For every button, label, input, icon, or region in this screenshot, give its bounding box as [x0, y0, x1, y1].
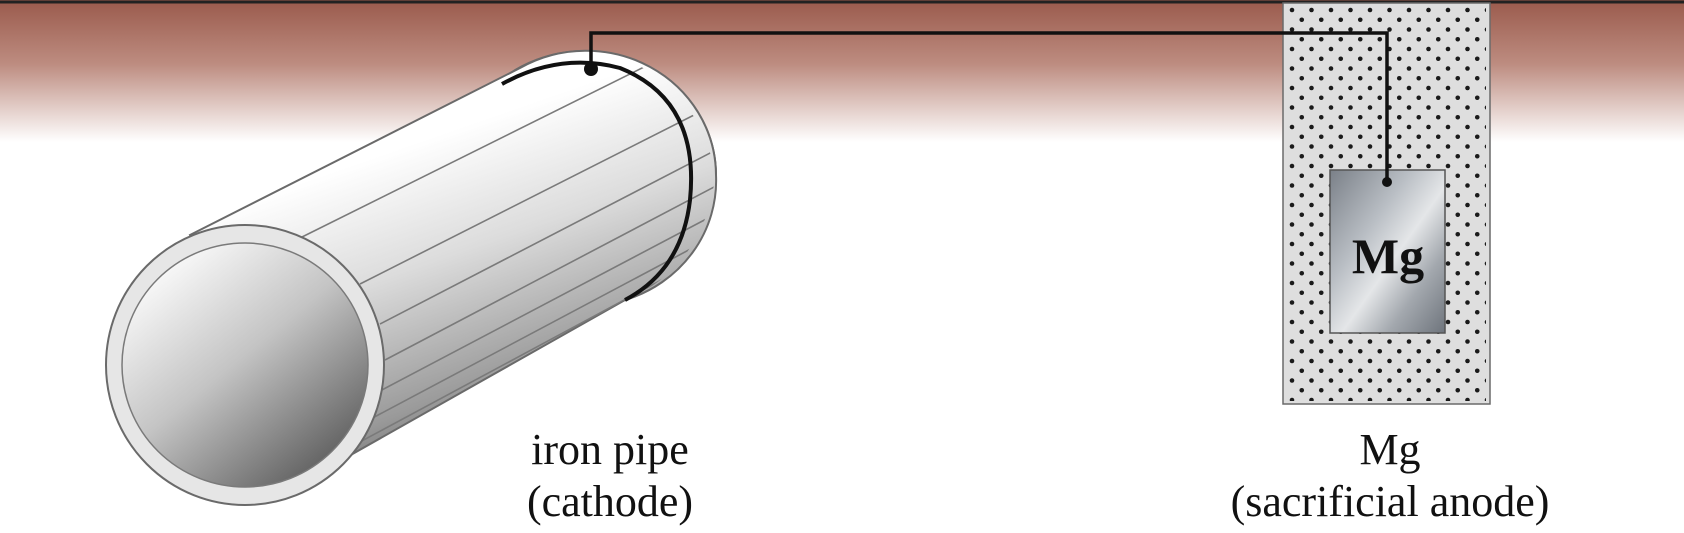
anode-caption: Mg (sacrificial anode): [1180, 424, 1600, 528]
connecting-wire: [584, 31, 1392, 187]
pipe-near-end-face: [121, 242, 369, 488]
anode-name-label: Mg: [1359, 425, 1421, 474]
iron-pipe: [105, 49, 718, 506]
magnesium-anode-block: Mg: [1329, 169, 1446, 334]
anode-role-label: (sacrificial anode): [1230, 477, 1550, 526]
wire-pipe-junction: [584, 62, 598, 76]
pipe-shading-lines: [299, 63, 715, 451]
wire-anode-junction: [1382, 177, 1392, 187]
pipe-clamp-band: [501, 60, 694, 302]
pipe-role-label: (cathode): [526, 477, 694, 526]
mg-block-label: Mg: [1352, 228, 1424, 284]
pipe-caption: iron pipe (cathode): [470, 424, 750, 528]
pipe-name-label: iron pipe: [531, 425, 689, 474]
